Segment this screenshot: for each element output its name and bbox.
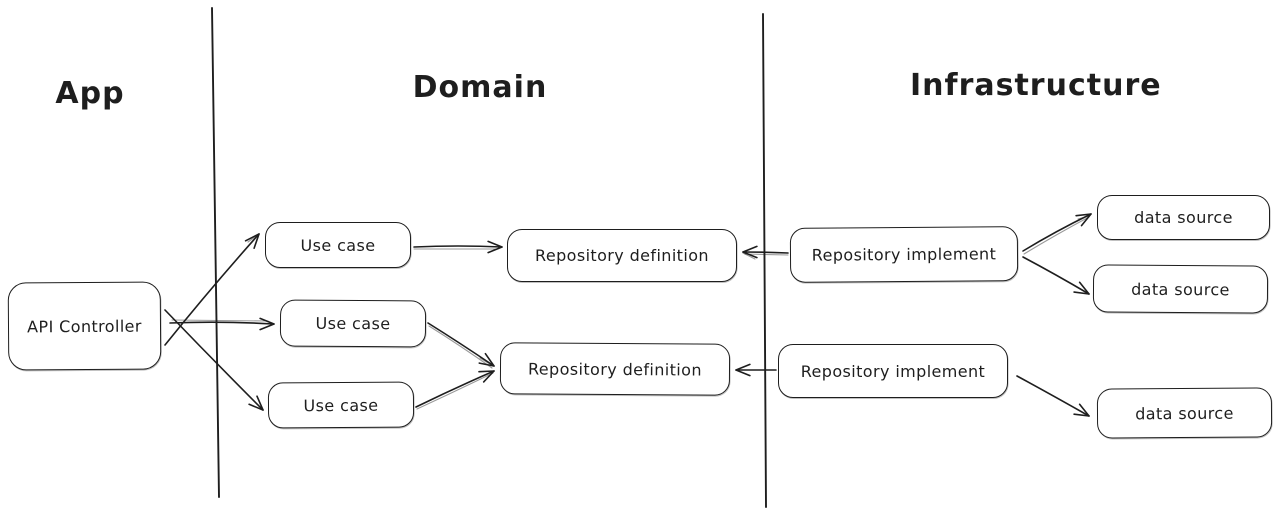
node-repository-definition-1: Repository definition — [507, 229, 737, 282]
node-repository-implement-2-label: Repository implement — [800, 361, 986, 381]
node-data-source-1-label: data source — [1134, 208, 1233, 227]
node-use-case-3: Use case — [267, 381, 415, 429]
edge-repository-implement-1-to-repository-definition-1 — [742, 245, 789, 260]
node-repository-definition-1-label: Repository definition — [535, 246, 709, 265]
edge-use-case-1-to-repository-definition-1 — [413, 240, 503, 254]
node-repository-implement-2: Repository implement — [778, 344, 1008, 398]
edge-use-case-3-to-repository-definition-2 — [415, 370, 495, 410]
edge-repository-implement-2-to-repository-definition-2 — [735, 363, 777, 377]
edge-api-controller-to-use-case-3 — [164, 309, 264, 411]
edge-api-controller-to-use-case-1 — [164, 233, 260, 346]
edge-repository-implement-1-to-data-source-1 — [1022, 213, 1092, 255]
node-data-source-2: data source — [1092, 264, 1269, 314]
node-use-case-3-label: Use case — [303, 395, 379, 415]
node-api-controller-label: API Controller — [27, 316, 142, 336]
node-use-case-2-label: Use case — [315, 313, 391, 334]
node-repository-definition-2-label: Repository definition — [527, 358, 702, 380]
node-use-case-1: Use case — [265, 222, 411, 268]
node-data-source-3: data source — [1096, 387, 1273, 439]
node-repository-implement-1-label: Repository implement — [811, 244, 997, 265]
section-divider-domain-infrastructure — [762, 13, 767, 508]
node-repository-definition-2: Repository definition — [499, 342, 731, 396]
node-data-source-3-label: data source — [1135, 403, 1234, 423]
edge-repository-implement-1-to-data-source-2 — [1022, 256, 1090, 295]
section-title-domain: Domain — [412, 70, 548, 105]
node-data-source-1: data source — [1097, 195, 1270, 240]
edge-use-case-2-to-repository-definition-2 — [427, 322, 495, 369]
node-data-source-2-label: data source — [1131, 279, 1230, 299]
node-use-case-1-label: Use case — [300, 235, 376, 255]
edge-repository-implement-2-to-data-source-3 — [1016, 375, 1090, 417]
node-api-controller: API Controller — [7, 281, 162, 371]
section-divider-app-domain — [211, 7, 220, 498]
section-title-app: App — [55, 76, 125, 111]
edge-api-controller-to-use-case-2 — [169, 317, 275, 331]
section-title-infrastructure: Infrastructure — [910, 68, 1162, 103]
node-use-case-2: Use case — [279, 299, 427, 348]
node-repository-implement-1: Repository implement — [789, 226, 1019, 283]
